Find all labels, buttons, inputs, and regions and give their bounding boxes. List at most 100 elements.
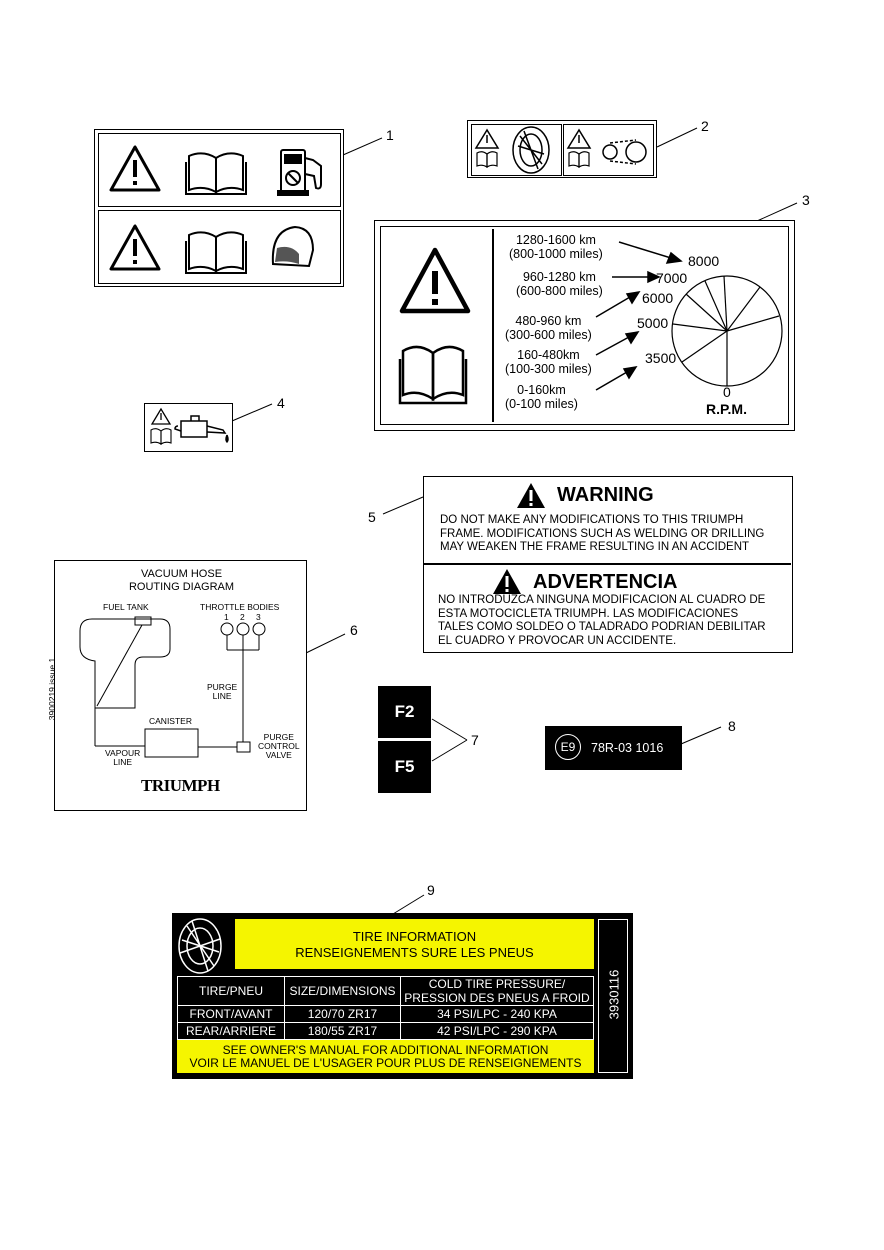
range-4-miles: (100-300 miles) (505, 362, 592, 376)
range-4-km: 160-480km (517, 348, 580, 362)
e-mark-text: E9 (560, 740, 576, 754)
callout-1: 1 (386, 127, 394, 143)
fuse-label-f5: F5 (378, 741, 431, 793)
header-pressure: COLD TIRE PRESSURE/ PRESSION DES PNEUS A… (401, 977, 593, 1005)
helmet-icon (271, 225, 315, 268)
rpm-pie (671, 275, 783, 387)
pcv-label-2: CONTROL (258, 741, 300, 751)
range-3-miles: (300-600 miles) (505, 328, 592, 342)
callout-4: 4 (277, 395, 285, 411)
approval-code: 78R-03 1016 (591, 741, 664, 755)
tire-footer: SEE OWNER'S MANUAL FOR ADDITIONAL INFORM… (177, 1044, 594, 1070)
fuse-f2-text: F2 (394, 702, 415, 721)
callout-3: 3 (802, 192, 810, 208)
rear-pressure: 42 PSI/LPC - 290 KPA (437, 1024, 557, 1038)
oil-can-icon (174, 415, 229, 444)
manual-book-icon (476, 151, 498, 169)
front-size: 120/70 ZR17 (307, 1007, 378, 1021)
tire-title-2: RENSEIGNEMENTS SURE LES PNEUS (295, 945, 534, 960)
warning-line-2: FRAME. MODIFICATIONS SUCH AS WELDING OR … (440, 527, 765, 540)
range-1: 1280-1600 km (800-1000 miles) (509, 233, 603, 261)
tire-info-label: TIRE INFORMATION RENSEIGNEMENTS SURE LES… (172, 913, 633, 1079)
pcv-label-1: PURGE (263, 732, 294, 742)
callout-2: 2 (701, 118, 709, 134)
label-2 (467, 120, 657, 178)
range-5-km: 0-160km (517, 383, 566, 397)
canister-shape (144, 728, 199, 758)
callout-8: 8 (728, 718, 736, 734)
tire-icon (178, 918, 222, 974)
canister-label: CANISTER (149, 716, 192, 726)
routing-title-2: ROUTING DIAGRAM (128, 580, 235, 593)
tb-number-2: 2 (240, 612, 245, 622)
callout-5: 5 (368, 509, 376, 525)
rpm-7000: 7000 (656, 270, 688, 286)
tire-table: TIRE/PNEU SIZE/DIMENSIONS COLD TIRE PRES… (177, 976, 594, 1040)
purge-control-valve-label: PURGE CONTROL VALVE (258, 733, 300, 760)
range-3: 480-960 km (300-600 miles) (505, 314, 592, 342)
label-5: WARNING DO NOT MAKE ANY MODIFICATIONS TO… (423, 476, 793, 653)
warning-triangle-icon (474, 128, 500, 149)
tire-title: TIRE INFORMATION RENSEIGNEMENTS SURE LES… (235, 929, 594, 961)
vapour-line-label-2: LINE (113, 757, 133, 767)
part-number: 3930116 (606, 969, 622, 1020)
warning-triangle-icon (150, 407, 172, 425)
vapour-line-label-1: VAPOUR (105, 748, 141, 758)
tank-port (134, 616, 152, 626)
routing-title-1: VACUUM HOSE (140, 568, 223, 580)
range-1-km: 1280-1600 km (515, 233, 596, 247)
label-5-icons (493, 483, 545, 594)
label-6: VACUUM HOSE ROUTING DIAGRAM FUEL TANK TH… (47, 560, 308, 811)
rpm-6000: 6000 (642, 290, 674, 306)
range-1-miles: (800-1000 miles) (509, 247, 603, 261)
chain-sprocket-icon (602, 139, 647, 165)
callout-9: 9 (427, 882, 435, 898)
manual-book-icon (398, 345, 468, 405)
label-1-icons (109, 145, 322, 274)
rear-size: 180/55 ZR17 (307, 1024, 378, 1038)
label-1 (94, 129, 344, 287)
tb-number-1: 1 (224, 612, 229, 622)
fuel-tank-outline (79, 618, 171, 709)
header-pressure-1: COLD TIRE PRESSURE/ (428, 977, 566, 991)
fuse-label-f2: F2 (378, 686, 431, 738)
advertencia-line-4: EL CUADRO Y PROVOCAR UN ACCIDENTE. (438, 634, 677, 647)
triumph-logo: TRIUMPH (141, 776, 220, 795)
manual-book-icon-2 (185, 231, 247, 274)
range-4: 160-480km (100-300 miles) (505, 348, 592, 376)
advertencia-title: ADVERTENCIA (533, 571, 678, 593)
approval-label: E9 78R-03 1016 (545, 726, 682, 770)
rear-label: REAR/ARRIERE (185, 1024, 277, 1038)
label-4 (144, 403, 233, 452)
advertencia-line-1: NO INTRODUZCA NINGUNA MODIFICACION AL CU… (438, 594, 766, 606)
manual-book-icon (185, 152, 247, 195)
tire-footer-2: VOIR LE MANUEL DE L'USAGER POUR PLUS DE … (189, 1056, 582, 1070)
warning-triangle-icon (399, 247, 471, 314)
tire-title-panel: TIRE INFORMATION RENSEIGNEMENTS SURE LES… (235, 919, 594, 969)
fuel-tank-label: FUEL TANK (103, 602, 149, 612)
advertencia-triangle-icon (493, 569, 521, 594)
tire-footer-1: SEE OWNER'S MANUAL FOR ADDITIONAL INFORM… (222, 1043, 549, 1057)
purge-line-label-2: LINE (212, 691, 232, 701)
tb-number-3: 3 (256, 612, 261, 622)
routing-title: VACUUM HOSE ROUTING DIAGRAM (55, 568, 308, 593)
advertencia-line-3: TALES COMO SOLDEO O TALADRADO PODRIAN DE… (438, 621, 766, 633)
header-tire: TIRE/PNEU (198, 984, 263, 998)
range-2: 960-1280 km (600-800 miles) (516, 270, 603, 298)
range-5-miles: (0-100 miles) (505, 397, 578, 411)
rpm-5000: 5000 (637, 315, 669, 331)
rpm-zero: 0 (723, 384, 731, 400)
routing-diagram (79, 616, 266, 758)
warning-triangle-icon-2 (566, 128, 592, 149)
header-pressure-2: PRESSION DES PNEUS A FROID (404, 991, 590, 1005)
label-4-icons (150, 407, 229, 445)
callout-6: 6 (350, 622, 358, 638)
warning-line-3: MAY WEAKEN THE FRAME RESULTING IN AN ACC… (440, 541, 750, 553)
range-5: 0-160km (0-100 miles) (505, 383, 578, 411)
purge-valve-shape (236, 741, 251, 753)
pcv-label-3: VALVE (265, 750, 292, 760)
fuse-f5-text: F5 (394, 757, 415, 776)
advertencia-text: NO INTRODUZCA NINGUNA MODIFICACION AL CU… (438, 594, 766, 648)
e-mark-circle (555, 734, 581, 760)
